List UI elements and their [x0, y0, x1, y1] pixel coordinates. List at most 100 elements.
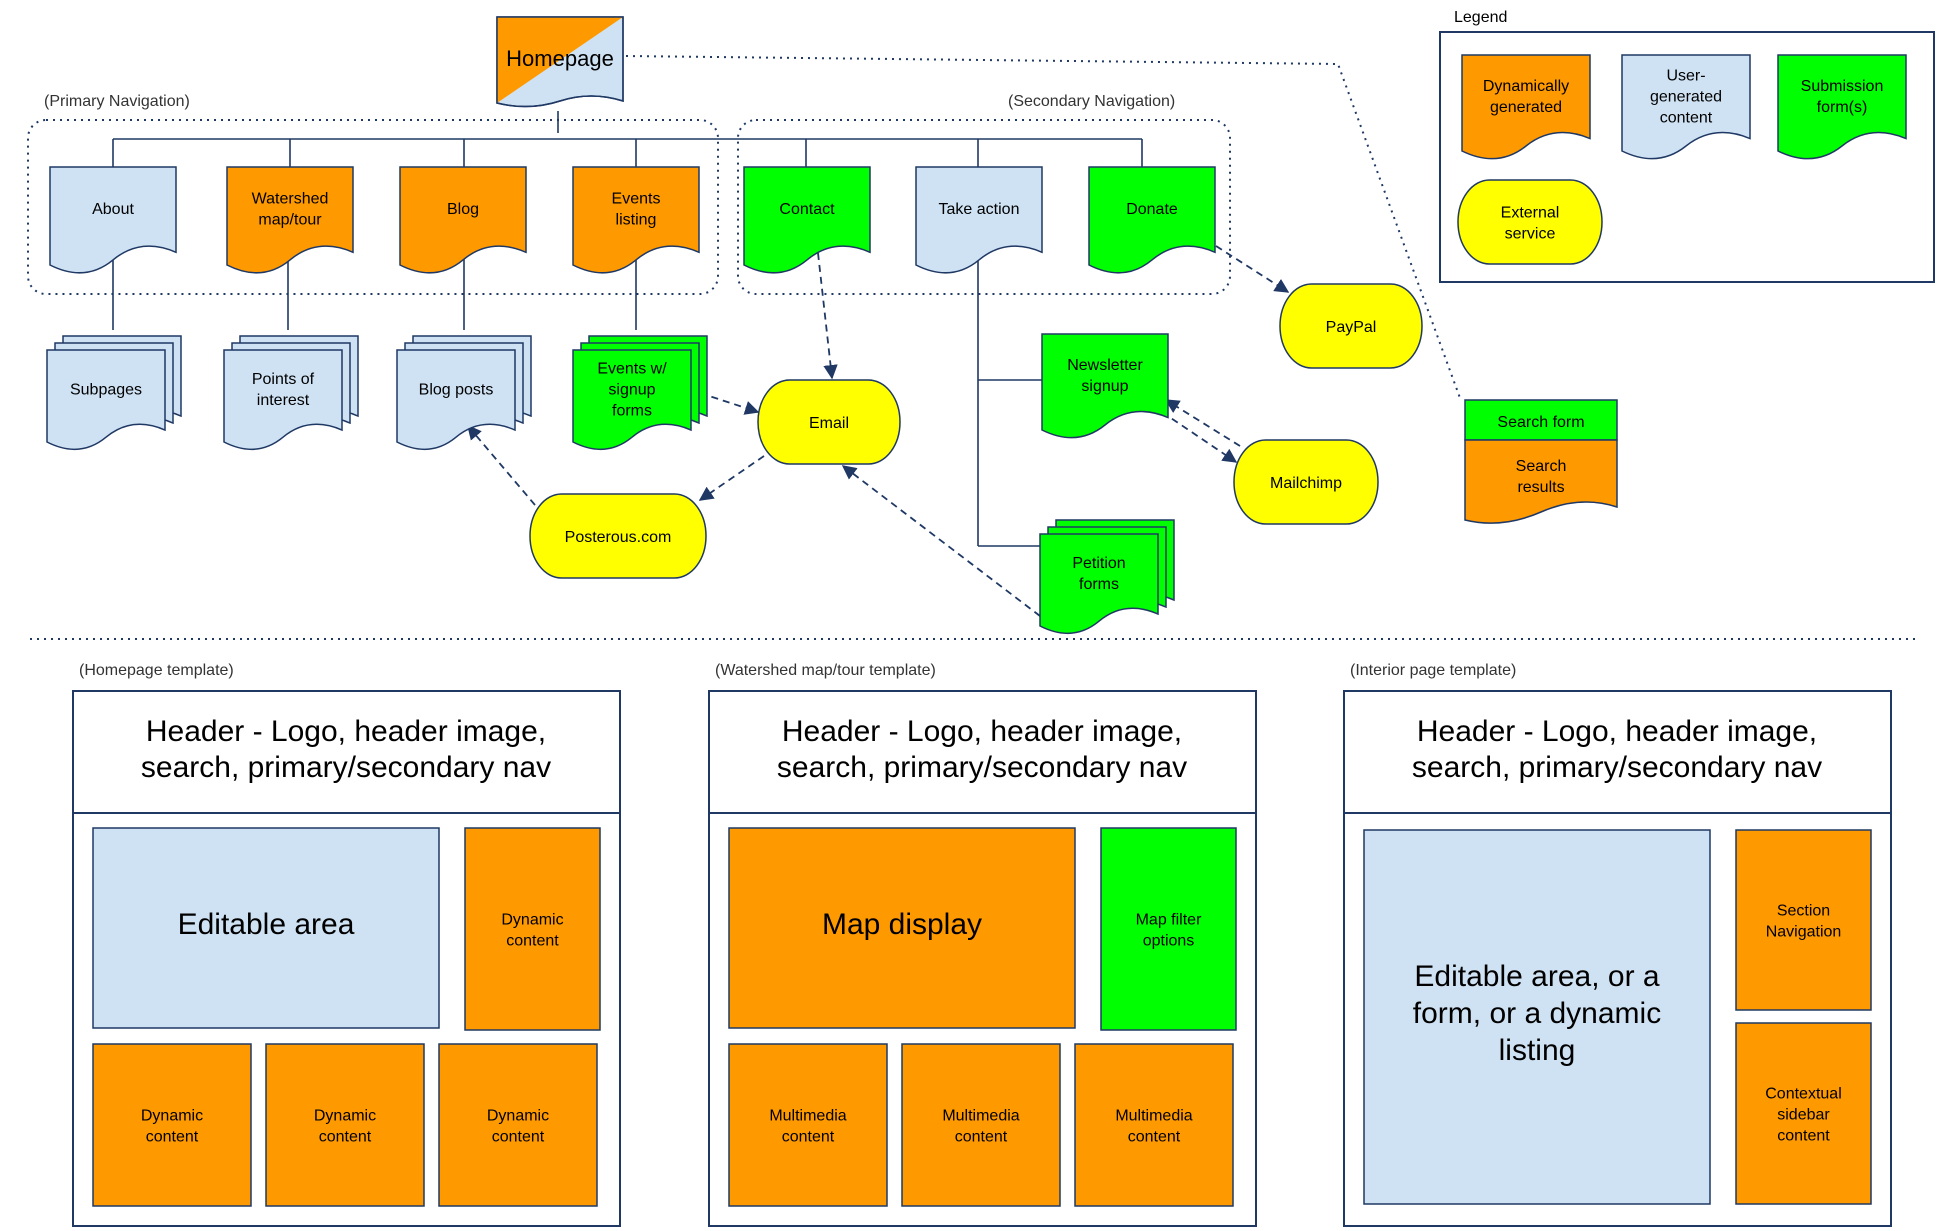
email-node: Email — [757, 379, 901, 465]
watershed-template-bottom-1-label-line2: content — [782, 1129, 835, 1146]
watershed-template-bottom-1: Multimedia content — [728, 1043, 888, 1207]
homepage-template-side-label-line2: content — [506, 933, 559, 950]
legend-dynamic: Dynamically generated — [1461, 54, 1591, 160]
subpages-node: Subpages — [46, 335, 182, 451]
homepage-template: (Homepage template) Header - Logo, header… — [72, 662, 621, 1227]
watershed-template-side-label-line2: options — [1143, 933, 1195, 950]
interior-template-main-label-line2: form, or a dynamic — [1413, 997, 1661, 1030]
events-forms-node-label-line1: Events w/ — [597, 361, 667, 378]
points-of-interest-node-label-line1: Points of — [252, 371, 315, 388]
legend-external-label-line1: External — [1501, 205, 1560, 222]
homepage-template-caption: (Homepage template) — [79, 662, 234, 679]
homepage-template-bottom-3: Dynamic content — [438, 1043, 598, 1207]
newsletter-node-label-line1: Newsletter — [1067, 357, 1143, 374]
watershed-template-main-label-line1: Map display — [822, 908, 982, 941]
newsletter-node: Newsletter signup — [1041, 333, 1169, 439]
donate-node: Donate — [1088, 166, 1216, 274]
watershed-template-bottom-2-label-line1: Multimedia — [942, 1108, 1019, 1125]
interior-template-side-top-label-line2: Navigation — [1766, 924, 1842, 941]
watershed-template-side-label-line1: Map filter — [1136, 912, 1202, 929]
watershed-template-caption: (Watershed map/tour template) — [715, 662, 936, 679]
blog-node-label-line1: Blog — [447, 201, 479, 218]
watershed-template-header-line1: Header - Logo, header image, — [782, 715, 1182, 748]
watershed-node: Watershed map/tour — [226, 166, 354, 274]
primary-navigation-label: (Primary Navigation) — [44, 93, 190, 110]
posterous-node-label-line1: Posterous.com — [565, 529, 672, 546]
watershed-template-bottom-3: Multimedia content — [1074, 1043, 1234, 1207]
watershed-template-bottom-3-label-line2: content — [1128, 1129, 1181, 1146]
watershed-template-main: Map display — [728, 827, 1076, 1029]
blog-posts-node-label-line1: Blog posts — [419, 382, 494, 399]
interior-template-caption: (Interior page template) — [1350, 662, 1516, 679]
watershed-template: (Watershed map/tour template) Header - Lo… — [708, 662, 1257, 1227]
posterous-node: Posterous.com — [529, 493, 707, 579]
events-forms-node-label-line2: signup — [608, 382, 655, 399]
petition-node-label-line2: forms — [1079, 576, 1119, 593]
events-node-label-line1: Events — [612, 191, 661, 208]
interior-template-side-bottom-label-line2: sidebar — [1777, 1107, 1830, 1124]
interior-template-main-label-line1: Editable area, or a — [1414, 960, 1659, 993]
interior-template: (Interior page template) Header - Logo, h… — [1343, 662, 1892, 1227]
watershed-template-bottom-1-label-line1: Multimedia — [769, 1108, 846, 1125]
homepage-label: Homepage — [506, 46, 614, 71]
blog-node: Blog — [399, 166, 527, 274]
grouping-outlines — [27, 55, 1920, 640]
events-node: Events listing — [572, 166, 700, 274]
homepage-template-bottom-1-label-line1: Dynamic — [141, 1108, 203, 1125]
search-results-label-line1: Search — [1516, 458, 1567, 475]
legend-form-label-line2: form(s) — [1817, 99, 1868, 116]
legend-form-label-line1: Submission — [1801, 78, 1884, 95]
donate-node-label-line1: Donate — [1126, 201, 1178, 218]
interior-template-header-line1: Header - Logo, header image, — [1417, 715, 1817, 748]
legend-user-label-line3: content — [1660, 109, 1713, 126]
contact-node: Contact — [743, 166, 871, 274]
events-node-label-line2: listing — [616, 212, 657, 229]
homepage-node: Homepage — [496, 16, 624, 108]
watershed-node-label-line1: Watershed — [252, 191, 329, 208]
watershed-template-header-line2: search, primary/secondary nav — [777, 751, 1187, 784]
homepage-template-header-line1: Header - Logo, header image, — [146, 715, 546, 748]
interior-template-main: Editable area, or a form, or a dynamic lis… — [1363, 829, 1711, 1205]
homepage-template-bottom-2-label-line1: Dynamic — [314, 1108, 376, 1125]
interior-template-main-label-line3: listing — [1499, 1034, 1576, 1067]
contact-node-label-line1: Contact — [779, 201, 835, 218]
homepage-template-bottom-3-label-line2: content — [492, 1129, 545, 1146]
legend-form: Submission form(s) — [1777, 54, 1907, 160]
homepage-template-bottom-2-label-line2: content — [319, 1129, 372, 1146]
email-node-label-line1: Email — [809, 415, 849, 432]
connector-lines — [112, 111, 1143, 547]
watershed-template-bottom-3-label-line1: Multimedia — [1115, 1108, 1192, 1125]
watershed-template-side: Map filter options — [1100, 827, 1237, 1031]
homepage-template-main: Editable area — [92, 827, 440, 1029]
watershed-node-label-line2: map/tour — [258, 212, 322, 229]
about-node-label-line1: About — [92, 201, 134, 218]
legend-user-label-line2: generated — [1650, 88, 1722, 105]
search-form-label: Search form — [1497, 414, 1584, 431]
blog-posts-node: Blog posts — [396, 335, 532, 451]
homepage-template-header-line2: search, primary/secondary nav — [141, 751, 551, 784]
mailchimp-node: Mailchimp — [1233, 439, 1379, 525]
interior-template-side-top-label-line1: Section — [1777, 903, 1830, 920]
legend-dynamic-label-line1: Dynamically — [1483, 78, 1569, 95]
newsletter-node-label-line2: signup — [1081, 378, 1128, 395]
search-node: Search form Search results — [1464, 399, 1618, 524]
homepage-template-bottom-3-label-line1: Dynamic — [487, 1108, 549, 1125]
watershed-template-bottom-2: Multimedia content — [901, 1043, 1061, 1207]
interior-template-side-bottom-label-line1: Contextual — [1765, 1086, 1842, 1103]
watershed-template-bottom-2-label-line2: content — [955, 1129, 1008, 1146]
legend-dynamic-label-line2: generated — [1490, 99, 1562, 116]
about-node: About — [49, 166, 177, 274]
mailchimp-node-label-line1: Mailchimp — [1270, 475, 1342, 492]
interior-template-header-line2: search, primary/secondary nav — [1412, 751, 1822, 784]
paypal-node-label-line1: PayPal — [1326, 319, 1377, 336]
paypal-node: PayPal — [1279, 283, 1423, 369]
take-action-node: Take action — [915, 166, 1043, 274]
interior-template-side-bottom-label-line3: content — [1777, 1128, 1830, 1145]
